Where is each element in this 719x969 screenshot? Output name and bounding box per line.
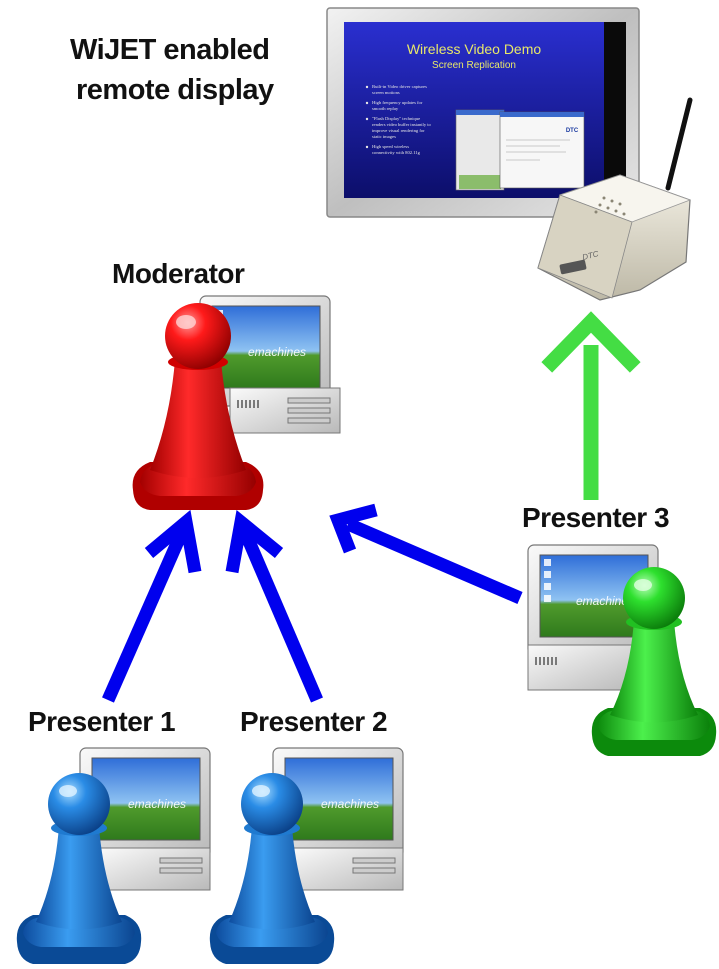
wallpaper-brand: emachines (248, 345, 306, 359)
presenter1-label: Presenter 1 (28, 706, 176, 737)
slide-bullet: High speed wireless (372, 144, 409, 149)
slide-bullet-cont: improve visual rendering for (372, 128, 425, 133)
slide-bullet-cont: renders video buffer instantly to (372, 122, 432, 127)
presenter2-pawn-icon (209, 773, 335, 964)
arrow-presenter1-to-moderator (102, 509, 202, 703)
arrow-presenter3-to-moderator (329, 503, 523, 604)
moderator-label: Moderator (112, 258, 245, 289)
arrow-presenter3-to-display (541, 311, 641, 500)
wallpaper-brand: emachines (128, 797, 186, 811)
slide-window-logo: DTC (566, 128, 579, 134)
moderator-pawn-icon (132, 303, 264, 510)
slide-title: Wireless Video Demo (407, 41, 542, 57)
wallpaper-brand: emachines (576, 594, 634, 608)
presenter3-label: Presenter 3 (522, 502, 670, 533)
slide-bullet: High frequency updates for (372, 100, 423, 105)
desktop-computer-icon: emachines (199, 295, 341, 434)
slide-bullet-cont: static images (372, 134, 396, 139)
wireless-access-point-icon: DTC (537, 97, 693, 301)
display-title-line1: WiJET enabled (70, 34, 270, 66)
slide-bullet-cont: smooth replay (372, 106, 399, 111)
display-title-line2: remote display (76, 74, 274, 106)
slide-bullet-cont: connectivity with 802.11g (372, 150, 421, 155)
desktop-computer-icon: emachines (272, 747, 404, 891)
arrow-presenter2-to-moderator (225, 509, 323, 703)
slide-bullet: "Flash Display" technique (372, 116, 420, 121)
slide-bullet-cont: screen motions (372, 90, 400, 95)
device-logo: DTC (581, 249, 599, 262)
presenter1-pawn-icon (16, 773, 142, 964)
desktop-computer-icon: emachines (79, 747, 211, 891)
slide-bullet: Built-in Video driver captures (372, 84, 427, 89)
presenter2-label: Presenter 2 (240, 706, 388, 737)
presenter3-pawn-icon (591, 567, 717, 756)
wallpaper-brand: emachines (321, 797, 379, 811)
remote-display-monitor-icon: Wireless Video Demo Screen Replication B… (326, 7, 640, 218)
slide-subtitle: Screen Replication (432, 60, 516, 71)
